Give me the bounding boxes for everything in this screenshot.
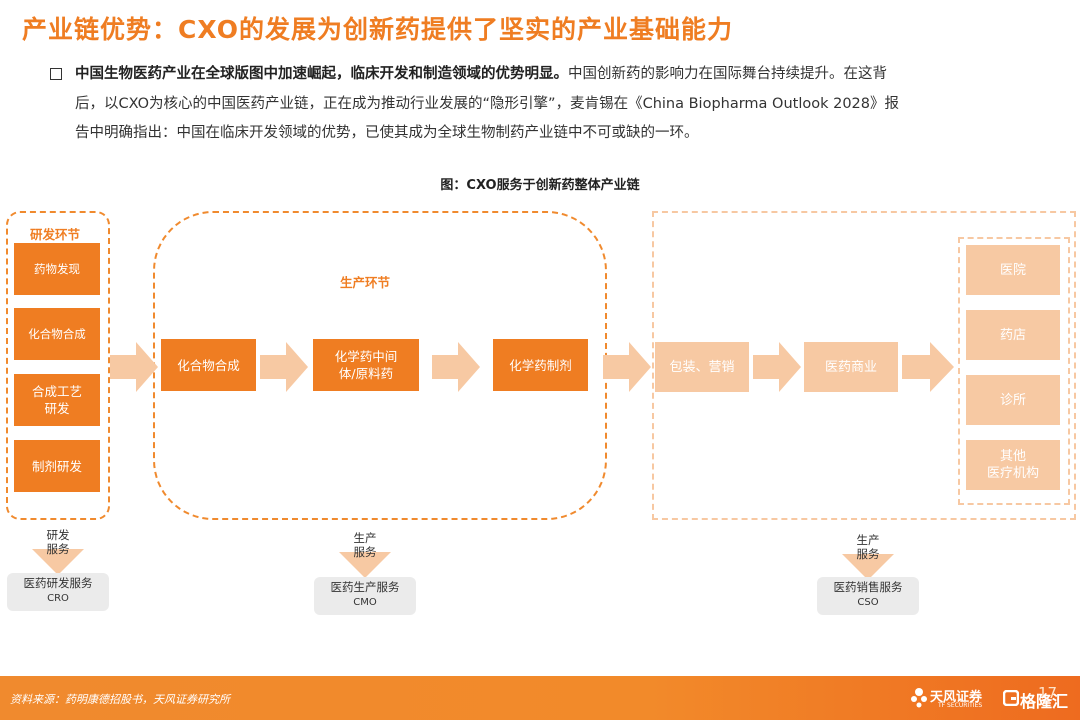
service-name-cso: 医药销售服务: [833, 580, 903, 594]
prod-step-intermediates-api: 化学药中间 体/原料药: [313, 339, 419, 391]
prod-step-compound-synthesis: 化合物合成: [161, 339, 256, 391]
service-label-production: 生产 服务: [353, 531, 377, 559]
tf-logo-icon: [911, 688, 927, 708]
sales-frame: [652, 211, 1076, 520]
service-box-cmo: 医药生产服务 CMO: [314, 577, 416, 615]
arrow-prod-step-2: [432, 342, 480, 392]
page-number: 17: [1038, 684, 1058, 702]
brand-name-en: TF SECURITIES: [938, 702, 983, 709]
service-name-cmo: 医药生产服务: [330, 580, 400, 594]
paragraph-lead: 中国生物医药产业在全球版图中加速崛起，临床开发和制造领域的优势明显。: [75, 66, 568, 82]
paragraph-line1: 中国创新药的影响力在国际舞台持续提升。在这背: [568, 66, 887, 82]
brand2-name: 格隆汇: [1020, 692, 1069, 711]
sales-step-packaging-marketing: 包装、营销: [655, 342, 749, 392]
rd-label: 研发环节: [30, 227, 81, 242]
brand-name: 天风证券: [930, 690, 983, 705]
rd-frame: [6, 211, 110, 520]
service-label-sales: 生产 服务: [856, 533, 880, 561]
service-abbr-cmo: CMO: [353, 597, 377, 608]
service-label-rd: 研发 服务: [46, 528, 70, 556]
arrow-rd-to-production: [110, 342, 158, 392]
channel-clinic: 诊所: [966, 375, 1060, 425]
intro-paragraph: 中国生物医药产业在全球版图中加速崛起，临床开发和制造领域的优势明显。中国创新药的…: [75, 60, 1045, 149]
service-abbr-cro: CRO: [47, 593, 69, 604]
arrow-sales-step: [753, 342, 801, 392]
footer-bar: [0, 676, 1080, 720]
sales-step-pharma-commerce: 医药商业: [804, 342, 898, 392]
down-arrow-cro: [32, 549, 84, 575]
gelonghui-logo-icon: [1003, 690, 1019, 706]
rd-item-formulation: 制剂研发: [14, 440, 100, 492]
page-title: 产业链优势：CXO的发展为创新药提供了坚实的产业基础能力: [22, 15, 733, 44]
prod-step-formulation: 化学药制剂: [493, 339, 588, 391]
service-box-cso: 医药销售服务 CSO: [817, 577, 919, 615]
rd-item-drug-discovery: 药物发现: [14, 243, 100, 295]
down-arrow-cso: [842, 554, 894, 580]
bullet-square-icon: [50, 68, 62, 80]
channel-other-institutions: 其他 医疗机构: [966, 440, 1060, 490]
channel-hospital: 医院: [966, 245, 1060, 295]
paragraph-line2: 后，以CXO为核心的中国医药产业链，正在成为推动行业发展的“隐形引擎”，麦肯锡在…: [75, 95, 900, 112]
paragraph-line3: 告中明确指出：中国在临床开发领域的优势，已使其成为全球生物制药产业链中不可或缺的…: [75, 125, 699, 141]
service-box-cro: 医药研发服务 CRO: [7, 573, 109, 611]
production-label: 生产环节: [340, 275, 391, 290]
source-note: 资料来源：药明康德招股书，天风证券研究所: [10, 693, 230, 706]
service-name-cro: 医药研发服务: [23, 576, 93, 590]
channels-frame: [958, 237, 1070, 505]
arrow-production-to-sales: [603, 342, 651, 392]
rd-item-process-dev: 合成工艺 研发: [14, 374, 100, 426]
arrow-prod-step-1: [260, 342, 308, 392]
rd-item-compound-synthesis: 化合物合成: [14, 308, 100, 360]
arrow-to-channels: [902, 342, 954, 392]
figure-title: 图：CXO服务于创新药整体产业链: [440, 178, 640, 193]
service-abbr-cso: CSO: [857, 597, 879, 608]
down-arrow-cmo: [339, 552, 391, 578]
channel-pharmacy: 药店: [966, 310, 1060, 360]
